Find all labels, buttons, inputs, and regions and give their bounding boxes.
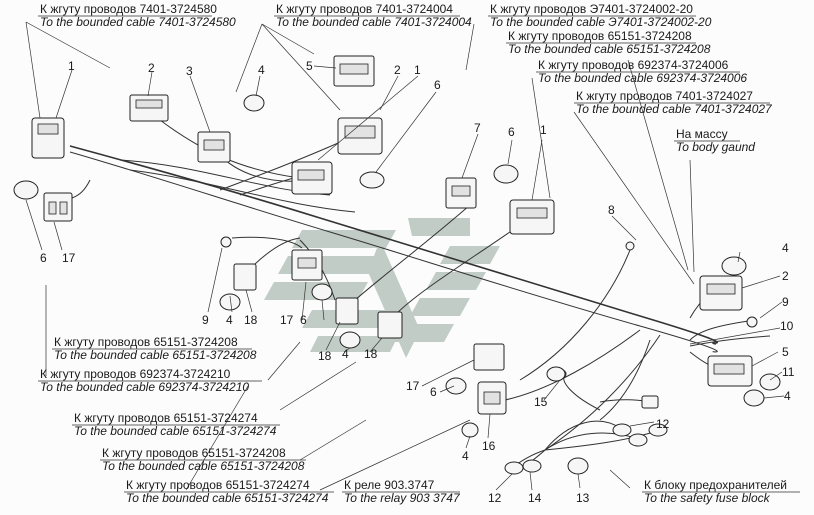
callout: 11 — [782, 365, 795, 379]
callout: 5 — [782, 345, 789, 359]
label-left-3-ru: К жгуту проводов 65151-3724274 — [74, 411, 258, 425]
callout: 8 — [608, 203, 615, 217]
cable-labels: К жгуту проводов 7401-3724580 To the bou… — [38, 2, 800, 505]
label-top-2-en: To the bounded cable 7401-3724004 — [276, 15, 472, 29]
callout: 9 — [202, 313, 209, 327]
main-harness — [69, 119, 771, 467]
callout: 3 — [186, 64, 193, 78]
connectors — [13, 55, 781, 475]
callout: 5 — [306, 59, 313, 73]
callout: 1 — [540, 123, 547, 137]
callout: 2 — [782, 269, 789, 283]
callout: 1 — [414, 63, 421, 77]
callout: 15 — [534, 395, 548, 409]
label-ground-ru: На массу — [676, 127, 728, 141]
label-top-4-ru: К жгуту проводов 65151-3724208 — [508, 29, 692, 43]
callout: 17 — [280, 313, 294, 327]
label-relay-ru: К реле 903.3747 — [344, 478, 435, 492]
label-fuse-en: To the safety fuse block — [644, 491, 771, 505]
callout: 1 — [68, 59, 75, 73]
label-top-4-en: To the bounded cable 65151-3724208 — [508, 42, 711, 56]
callout: 6 — [508, 125, 515, 139]
callout: 4 — [342, 347, 349, 361]
label-left-5-en: To the bounded cable 65151-3724274 — [126, 491, 329, 505]
label-left-3-en: To the bounded cable 65151-3724274 — [74, 424, 277, 438]
label-left-1-en: To the bounded cable 65151-3724208 — [54, 348, 257, 362]
callout: 12 — [656, 417, 670, 431]
callout: 12 — [488, 491, 502, 505]
callout: 10 — [780, 319, 794, 333]
callout: 4 — [258, 63, 265, 77]
callout: 16 — [482, 439, 496, 453]
callout: 4 — [784, 389, 791, 403]
connector-18a — [233, 263, 257, 291]
label-top-6-ru: К жгуту проводов 7401-3724027 — [576, 89, 753, 103]
callout: 2 — [148, 61, 155, 75]
callout: 6 — [430, 385, 437, 399]
ring-terminal-9b — [746, 316, 758, 328]
callout: 4 — [782, 241, 789, 255]
callout: 18 — [244, 313, 258, 327]
ring-terminal-9a — [220, 236, 232, 248]
callout: 18 — [364, 347, 378, 361]
label-left-2-ru: К жгуту проводов 692374-3724210 — [40, 367, 231, 381]
label-left-5-ru: К жгуту проводов 65151-3724274 — [126, 478, 310, 492]
callout: 17 — [406, 379, 420, 393]
callout: 4 — [462, 449, 469, 463]
connector-17c — [473, 343, 505, 371]
label-left-4-en: To the bounded cable 65151-3724208 — [102, 459, 305, 473]
leader-lines — [25, 21, 785, 491]
label-top-5-en: To the bounded cable 692374-3724006 — [538, 71, 747, 85]
label-left-2-en: To the bounded cable 692374-3724210 — [40, 380, 249, 394]
callout: 7 — [474, 121, 481, 135]
label-top-3-ru: К жгуту проводов Э7401-3724002-20 — [490, 2, 693, 16]
callout: 6 — [40, 251, 47, 265]
callout: 2 — [394, 63, 401, 77]
label-top-1-en: To the bounded cable 7401-3724580 — [40, 15, 236, 29]
callout: 14 — [528, 491, 542, 505]
callout-numbers: 1 2 3 4 5 2 1 6 7 6 1 8 6 17 9 4 18 17 6… — [40, 59, 795, 505]
connector-17a — [43, 192, 73, 222]
label-left-1-ru: К жгуту проводов 65151-3724208 — [54, 335, 238, 349]
label-fuse-ru: К блоку предохранителей — [644, 478, 787, 492]
callout: 13 — [576, 491, 590, 505]
connector-18c — [377, 311, 403, 339]
callout: 18 — [318, 349, 332, 363]
callout: 6 — [300, 313, 307, 327]
label-relay-en: To the relay 903 3747 — [344, 491, 461, 505]
label-top-1-ru: К жгуту проводов 7401-3724580 — [40, 2, 217, 16]
callout: 4 — [226, 313, 233, 327]
connector-18b — [335, 297, 359, 325]
label-top-6-en: To the bounded cable 7401-3724027 — [576, 102, 773, 116]
label-top-3-en: To the bounded cable Э7401-3724002-20 — [490, 15, 712, 29]
callout: 17 — [62, 251, 76, 265]
label-top-2-ru: К жгуту проводов 7401-3724004 — [276, 2, 453, 16]
label-ground-en: To body gaund — [676, 140, 755, 154]
label-top-5-ru: К жгуту проводов 692374-3724006 — [538, 58, 729, 72]
callout: 6 — [434, 78, 441, 92]
label-left-4-ru: К жгуту проводов 65151-3724208 — [102, 446, 286, 460]
callout: 9 — [782, 295, 789, 309]
watermark-logo — [264, 218, 500, 358]
